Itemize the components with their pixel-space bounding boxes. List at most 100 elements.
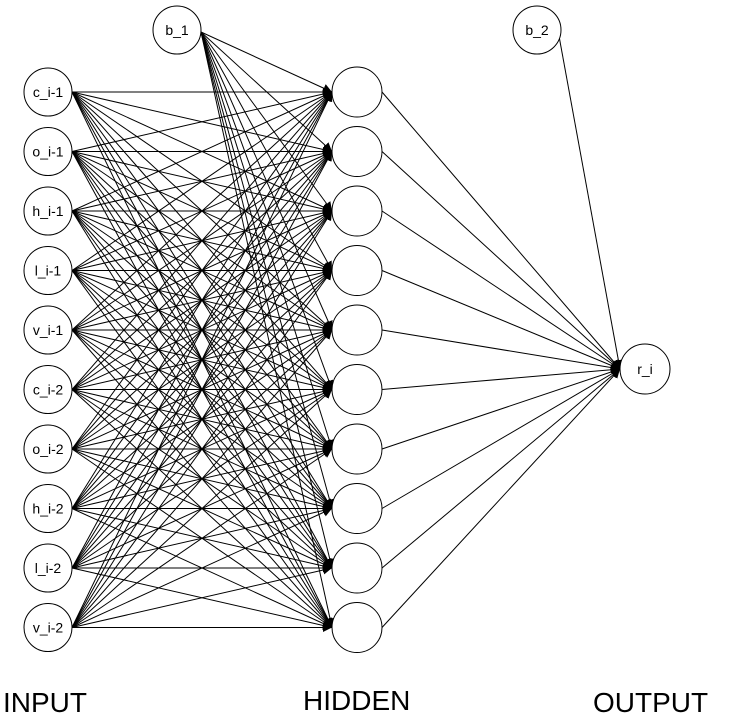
input-node-label-5: c_i-2 (33, 382, 64, 398)
edge-bias2-output (558, 35, 623, 370)
hidden-node-6-circle (331, 423, 383, 475)
edge-input-9-hidden-4 (71, 329, 333, 628)
input-node-label-2: h_i-1 (32, 203, 63, 219)
hidden-node-1-circle (331, 126, 383, 177)
bias-node-output: b_2 (512, 5, 562, 55)
hidden-node-9 (331, 602, 383, 653)
input-node-6: o_i-2 (23, 424, 73, 474)
edge-bias1-hidden-8 (200, 31, 335, 569)
bias-node-hidden-circle (152, 5, 202, 55)
input-node-9-circle (23, 603, 73, 652)
edge-bias1-hidden-2 (200, 31, 333, 212)
edge-input-9-hidden-3 (71, 270, 333, 628)
input-node-0-circle (23, 67, 73, 117)
input-node-5-circle (23, 365, 73, 414)
input-node-3-circle (23, 246, 73, 295)
hidden-node-0 (331, 66, 383, 118)
hidden-node-8-circle (331, 542, 383, 594)
edge-bias1-hidden-0 (200, 31, 333, 93)
hidden-node-5-circle (331, 364, 383, 415)
edge-input-9-hidden-8 (71, 565, 333, 628)
input-node-label-7: h_i-2 (32, 501, 63, 517)
edge-hidden-8-output (381, 368, 621, 569)
edge-hidden-9-output (381, 368, 621, 628)
connections-group (71, 31, 623, 632)
edge-hidden-1-output (381, 151, 621, 370)
hidden-node-5 (331, 364, 383, 415)
edge-hidden-2-output (381, 210, 621, 370)
edge-input-3-hidden-0 (71, 91, 333, 271)
edge-bias1-hidden-7 (200, 31, 334, 509)
input-node-3: l_i-1 (23, 246, 73, 295)
edge-input-5-hidden-0 (71, 91, 333, 390)
edge-bias1-hidden-5 (200, 31, 334, 390)
bias-node-output-label: b_2 (525, 22, 549, 38)
edge-input-7-hidden-0 (71, 91, 333, 509)
edge-hidden-7-output (381, 368, 621, 509)
edge-bias1-hidden-9 (200, 31, 335, 628)
input-node-7: h_i-2 (23, 484, 73, 533)
hidden-node-7-circle (331, 483, 383, 534)
input-node-4-circle (23, 305, 73, 355)
input-node-label-4: v_i-1 (33, 322, 64, 338)
input-node-label-1: o_i-1 (32, 144, 63, 160)
input-node-2: h_i-1 (23, 186, 73, 236)
hidden-node-3-circle (331, 245, 383, 296)
edge-input-9-hidden-2 (71, 210, 333, 628)
layer-label-input: INPUT (3, 687, 87, 718)
edge-bias1-hidden-3 (200, 31, 333, 271)
edge-input-9-hidden-7 (71, 508, 333, 628)
output-node: r_i (619, 343, 671, 395)
input-node-2-circle (23, 186, 73, 236)
edge-bias1-hidden-4 (200, 31, 333, 331)
input-node-7-circle (23, 484, 73, 533)
bias-node-hidden: b_1 (152, 5, 202, 55)
bias-node-output-circle (512, 5, 562, 55)
hidden-node-0-circle (331, 66, 383, 118)
edge-input-8-hidden-0 (71, 91, 333, 569)
hidden-node-9-circle (331, 602, 383, 653)
hidden-node-4-circle (331, 304, 383, 356)
input-node-0: c_i-1 (23, 67, 73, 117)
input-node-label-9: v_i-2 (33, 620, 64, 636)
layer-label-output: OUTPUT (593, 687, 708, 718)
layer-labels-group: INPUT HIDDEN OUTPUT (3, 685, 708, 718)
edge-bias1-hidden-6 (200, 31, 334, 450)
output-node-circle (619, 343, 671, 395)
edge-input-4-hidden-0 (71, 91, 333, 331)
edge-hidden-5-output (381, 365, 621, 390)
nodes-group: c_i-1 o_i-1 h_i-1 l_i-1 v_i-1 c_i-2 o_i-2 h_i-2… (23, 5, 671, 653)
input-node-5: c_i-2 (23, 365, 73, 414)
edge-hidden-6-output (381, 367, 621, 450)
input-node-4: v_i-1 (23, 305, 73, 355)
layer-label-hidden: HIDDEN (303, 685, 410, 716)
edge-bias1-hidden-1 (200, 31, 333, 152)
output-node-label: r_i (637, 361, 653, 377)
input-node-8-circle (23, 543, 73, 593)
edge-hidden-3-output (381, 270, 621, 370)
input-node-label-8: l_i-2 (35, 560, 62, 576)
edge-input-9-hidden-0 (71, 91, 333, 628)
hidden-node-2 (331, 185, 383, 237)
hidden-node-8 (331, 542, 383, 594)
input-node-9: v_i-2 (23, 603, 73, 652)
input-node-1: o_i-1 (23, 127, 73, 176)
input-node-label-0: c_i-1 (33, 84, 64, 100)
hidden-node-7 (331, 483, 383, 534)
input-node-6-circle (23, 424, 73, 474)
edge-hidden-0-output (381, 91, 621, 370)
hidden-node-4 (331, 304, 383, 356)
edge-input-9-hidden-6 (71, 448, 333, 628)
input-node-8: l_i-2 (23, 543, 73, 593)
input-node-label-6: o_i-2 (32, 441, 63, 457)
edge-hidden-4-output (381, 329, 621, 372)
edge-input-1-hidden-0 (71, 89, 333, 152)
input-node-1-circle (23, 127, 73, 176)
bias-node-hidden-label: b_1 (165, 22, 189, 38)
input-node-label-3: l_i-1 (35, 263, 62, 279)
hidden-node-1 (331, 126, 383, 177)
hidden-node-6 (331, 423, 383, 475)
hidden-node-2-circle (331, 185, 383, 237)
hidden-node-3 (331, 245, 383, 296)
